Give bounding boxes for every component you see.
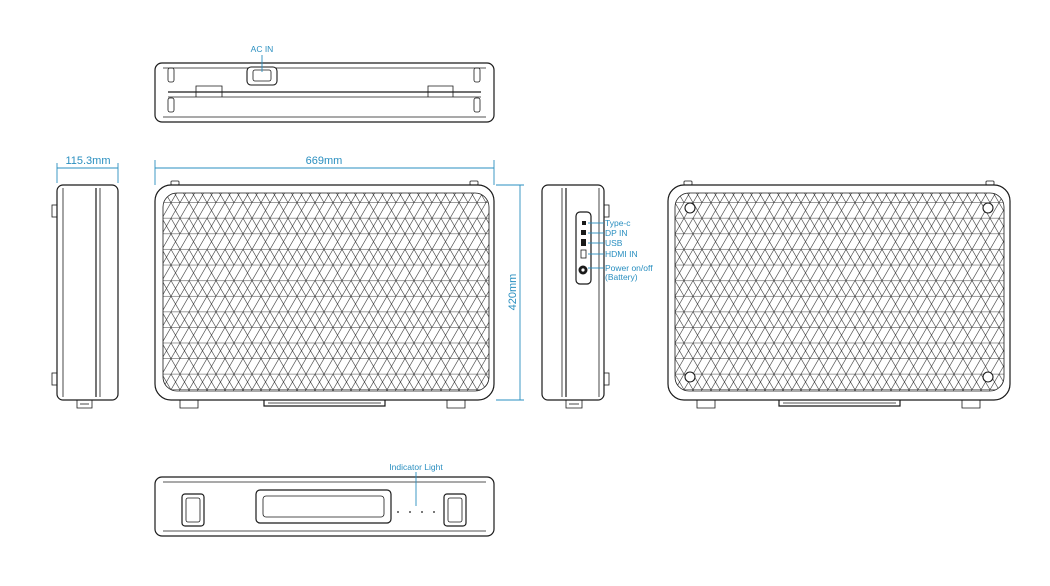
corner-screw-icon [982,202,994,214]
battery-label: (Battery) [605,272,638,282]
indicator-light-dots [397,511,435,513]
height-dimension-label: 420mm [507,274,519,311]
dp-in-label: DP IN [605,228,628,238]
typec-port-icon [582,221,586,225]
back-view [667,180,1011,409]
dp-port-icon [581,230,586,235]
typec-label: Type-c [605,218,631,228]
hdmi-in-label: HDMI IN [605,249,638,259]
width-dimension-label: 669mm [306,155,343,167]
usb-label: USB [605,238,623,248]
indicator-light-label: Indicator Light [389,462,443,472]
carry-handle [255,489,392,524]
bottom-view: Indicator Light [154,462,495,537]
hdmi-port-icon [580,249,587,259]
ac-in-label: AC IN [251,44,274,54]
left-side-view: 115.3mm [51,155,119,409]
port-panel [575,211,592,285]
front-view: 669mm 420mm [154,155,524,409]
corner-screw-icon [684,202,696,214]
power-label: Power on/off [605,263,653,273]
depth-dimension-label: 115.3mm [65,155,110,167]
right-side-view: Type-c DP IN USB HDMI IN Power on/off (B… [541,184,653,409]
corner-screw-icon [982,371,994,383]
top-view: AC IN [154,44,495,123]
corner-screw-icon [684,371,696,383]
usb-port-icon [581,239,586,246]
